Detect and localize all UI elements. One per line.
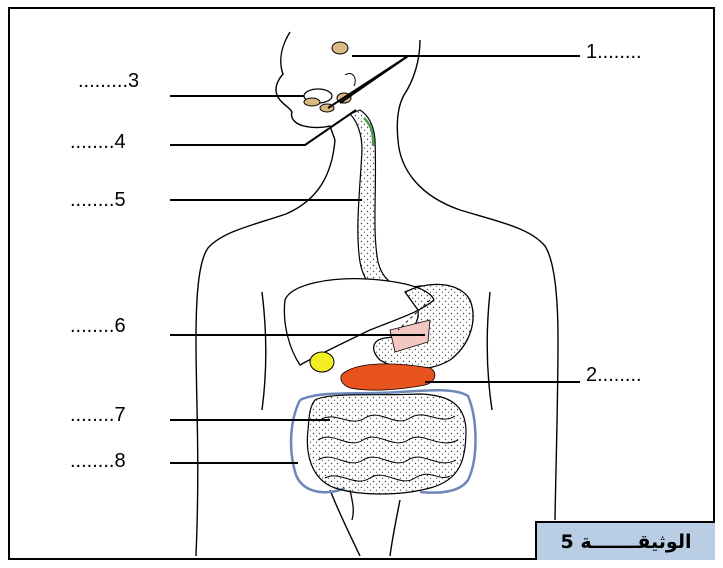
leader-line-4 [170,110,356,145]
leader-line-1c [328,56,408,108]
label-2: 2........ [586,365,642,385]
rectum [350,490,353,520]
label-5: ........5 [70,190,126,210]
label-3: .........3 [78,71,139,91]
small-intestine [307,394,466,494]
gallbladder [310,352,334,372]
label-4: ........4 [70,132,126,152]
salivary-glands [304,42,355,112]
document-label-box: الوثيقـــــــة 5 [535,521,715,560]
esophagus [350,110,420,300]
label-6: ........6 [70,316,126,336]
label-7: ........7 [70,405,126,425]
label-1: 1........ [586,42,642,62]
label-8: ........8 [70,451,126,471]
document-label: الوثيقـــــــة 5 [561,531,692,553]
pancreas [341,364,435,390]
